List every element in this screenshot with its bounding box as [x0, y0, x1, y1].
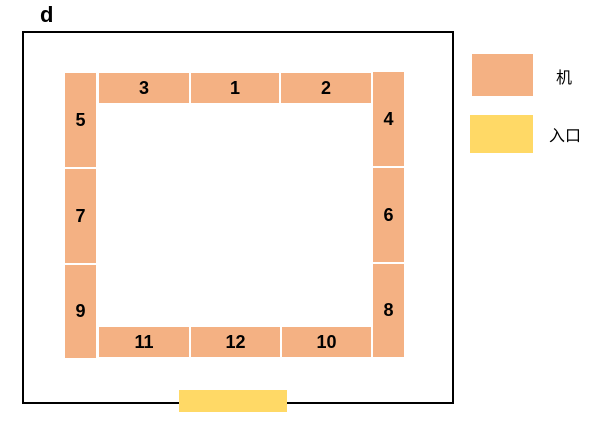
panel-label: d	[40, 2, 54, 27]
seat-bottom-3: 10	[281, 326, 372, 358]
seat-left-1: 5	[64, 72, 97, 168]
seat-top-2: 1	[190, 72, 280, 104]
seat-left-2: 7	[64, 168, 97, 264]
legend-entrance-swatch	[470, 115, 533, 153]
legend-machine-swatch	[472, 54, 533, 96]
seat-right-3: 8	[372, 263, 405, 358]
seat-right-2: 6	[372, 167, 405, 263]
seat-top-1: 3	[98, 72, 190, 104]
legend-machine-label: 机	[556, 68, 573, 87]
seat-top-3: 2	[280, 72, 372, 104]
seat-bottom-1: 11	[98, 326, 190, 358]
legend-entrance-label: 入口	[549, 126, 582, 145]
seat-bottom-2: 12	[190, 326, 281, 358]
seat-right-1: 4	[372, 71, 405, 167]
entrance-marker	[179, 390, 287, 412]
seat-left-3: 9	[64, 264, 97, 359]
